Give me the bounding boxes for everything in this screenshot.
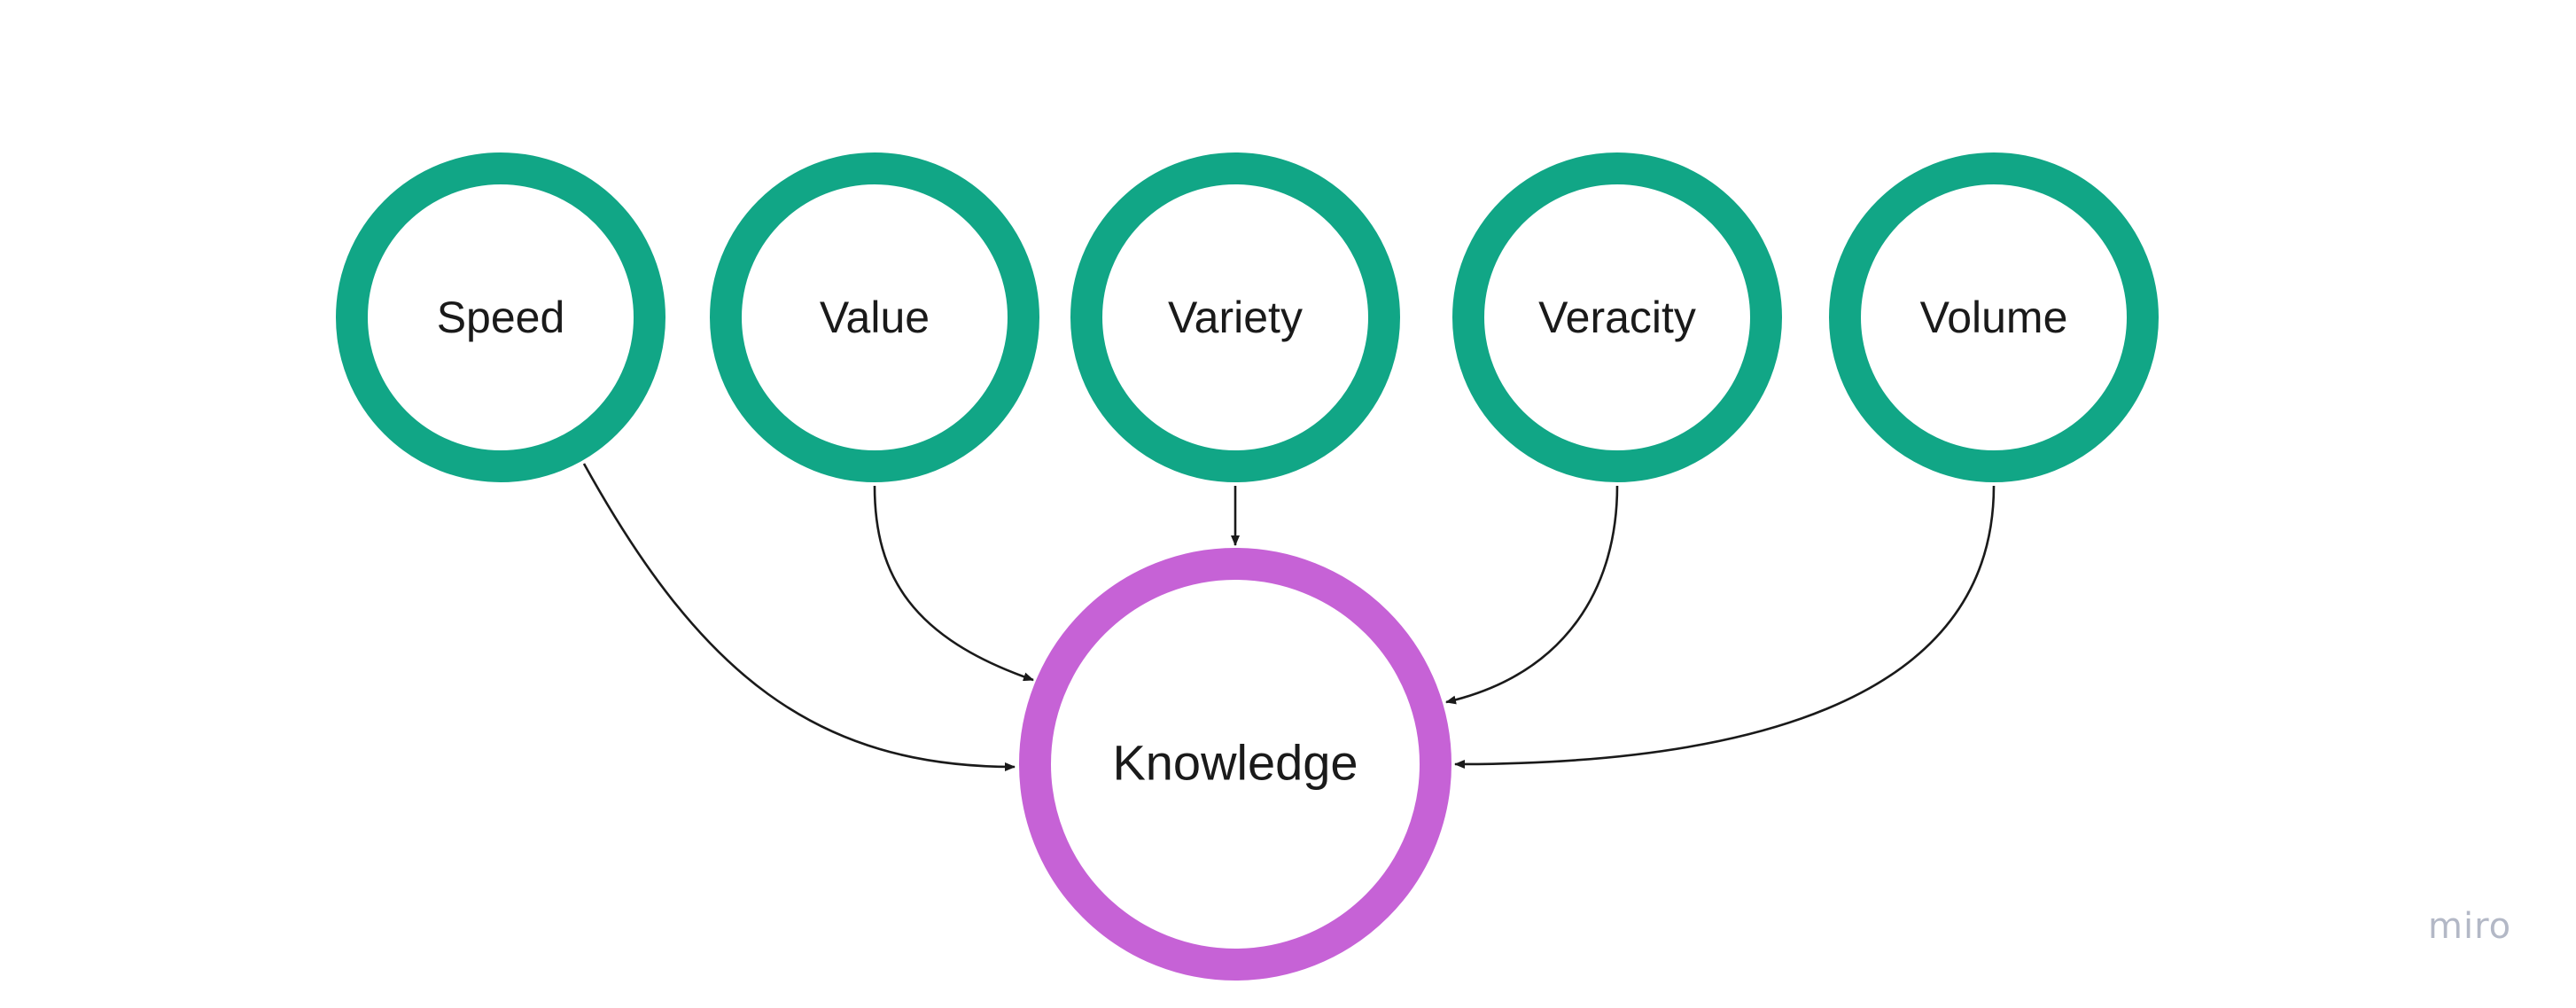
node-variety-ring bbox=[1070, 152, 1400, 482]
node-veracity-label: Veracity bbox=[1538, 293, 1696, 342]
node-value-ring bbox=[710, 152, 1039, 482]
edge-veracity-to-knowledge[interactable] bbox=[1445, 485, 1619, 705]
node-variety-label: Variety bbox=[1168, 293, 1303, 342]
edge-volume-to-knowledge[interactable] bbox=[1454, 485, 1996, 769]
node-value-label: Value bbox=[820, 293, 930, 342]
node-knowledge-ring bbox=[1019, 548, 1451, 981]
node-volume-label: Volume bbox=[1920, 293, 2068, 342]
node-speed-label: Speed bbox=[437, 293, 565, 342]
edge-speed-to-knowledge[interactable] bbox=[582, 463, 1016, 771]
edges bbox=[582, 463, 1996, 771]
edge-value-to-knowledge[interactable] bbox=[873, 485, 1034, 682]
node-knowledge[interactable]: Knowledge bbox=[1019, 548, 1451, 981]
node-volume[interactable]: Volume bbox=[1829, 152, 2159, 482]
node-speed-ring bbox=[336, 152, 665, 482]
node-veracity-ring bbox=[1452, 152, 1782, 482]
miro-watermark: miro bbox=[2428, 906, 2512, 947]
node-veracity[interactable]: Veracity bbox=[1452, 152, 1782, 482]
node-variety[interactable]: Variety bbox=[1070, 152, 1400, 482]
node-speed[interactable]: Speed bbox=[336, 152, 665, 482]
node-knowledge-label: Knowledge bbox=[1112, 735, 1358, 791]
node-volume-ring bbox=[1829, 152, 2159, 482]
node-value[interactable]: Value bbox=[710, 152, 1039, 482]
